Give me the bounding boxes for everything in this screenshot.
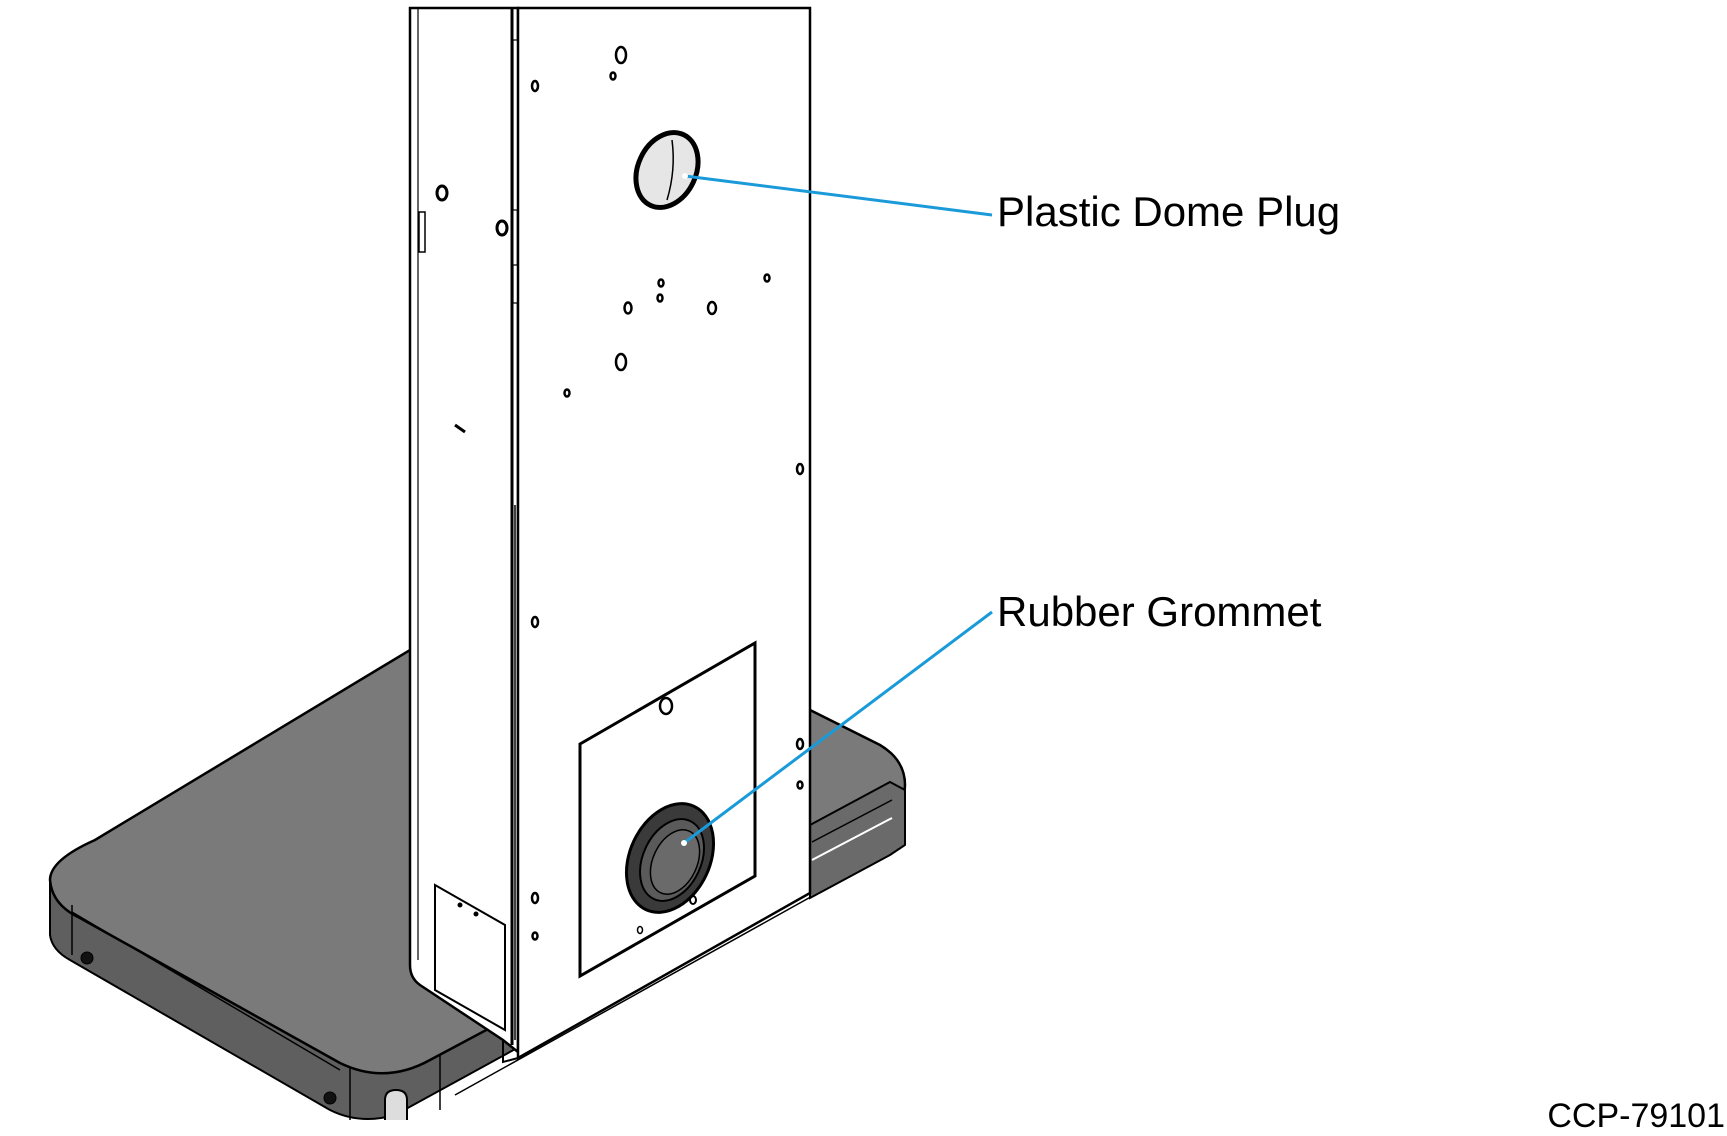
mounting-holes bbox=[530, 45, 805, 941]
leader-line-dome-plug bbox=[684, 174, 993, 217]
leader-lines bbox=[681, 173, 993, 846]
figure-id: CCP-79101 bbox=[1547, 1097, 1725, 1135]
leader-line-grommet bbox=[683, 610, 993, 845]
column-left-panel bbox=[408, 6, 520, 1055]
side-slot bbox=[418, 211, 426, 253]
callout-rubber-grommet: Rubber Grommet bbox=[997, 588, 1322, 635]
base-foot-notch bbox=[384, 1088, 408, 1120]
callout-plastic-dome-plug: Plastic Dome Plug bbox=[997, 188, 1341, 235]
base-screw-hole bbox=[80, 951, 94, 965]
side-hole bbox=[495, 219, 509, 237]
plastic-dome-plug bbox=[633, 130, 701, 210]
rubber-grommet bbox=[624, 802, 716, 914]
side-access-door bbox=[434, 883, 506, 1032]
side-hole bbox=[435, 184, 449, 202]
base-screw-hole bbox=[323, 1091, 337, 1105]
column bbox=[408, 6, 812, 1064]
